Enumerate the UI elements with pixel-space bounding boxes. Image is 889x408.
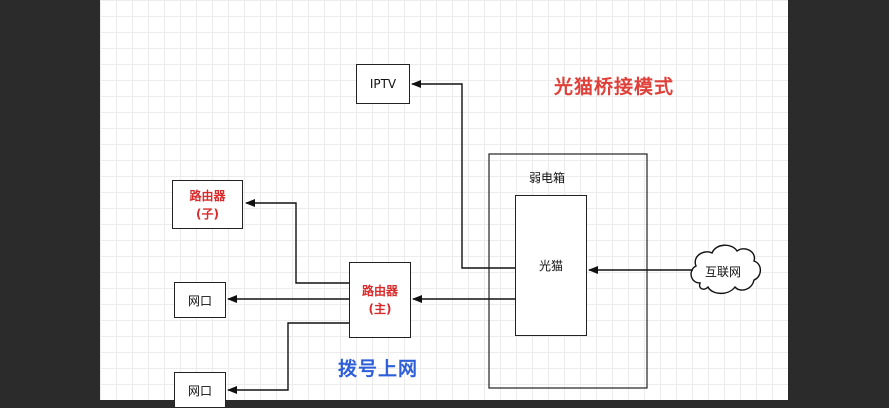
modem-box: 光猫	[515, 195, 587, 336]
router-sub-tag: (子)	[196, 206, 219, 221]
router-main-box: 路由器 (主)	[349, 262, 411, 338]
internet-cloud-icon	[690, 244, 762, 295]
cabinet-label: 弱电箱	[529, 171, 566, 185]
arrow-router-main-to-port2	[227, 322, 349, 394]
port-2-box: 网口	[174, 372, 226, 408]
modem-label: 光猫	[538, 259, 563, 273]
port-1-label: 网口	[187, 293, 212, 308]
diagram-title: 光猫桥接模式	[554, 76, 675, 98]
router-main-name: 路由器	[361, 284, 398, 298]
router-main-tag: (主)	[368, 302, 392, 316]
iptv-label: IPTV	[369, 77, 397, 91]
port-2-label: 网口	[187, 383, 212, 398]
internet-label: 互联网	[705, 265, 742, 279]
grid-canvas	[100, 0, 788, 400]
arrow-router-main-to-router-sub	[245, 199, 349, 284]
router-sub-box: 路由器 (子)	[172, 180, 243, 229]
iptv-box: IPTV	[356, 64, 410, 104]
diagram-subtitle: 拨号上网	[338, 358, 419, 380]
arrow-modem-to-iptv	[411, 80, 515, 269]
port-1-box: 网口	[174, 282, 226, 318]
cabinet-box	[488, 153, 648, 389]
router-sub-name: 路由器	[189, 188, 226, 203]
